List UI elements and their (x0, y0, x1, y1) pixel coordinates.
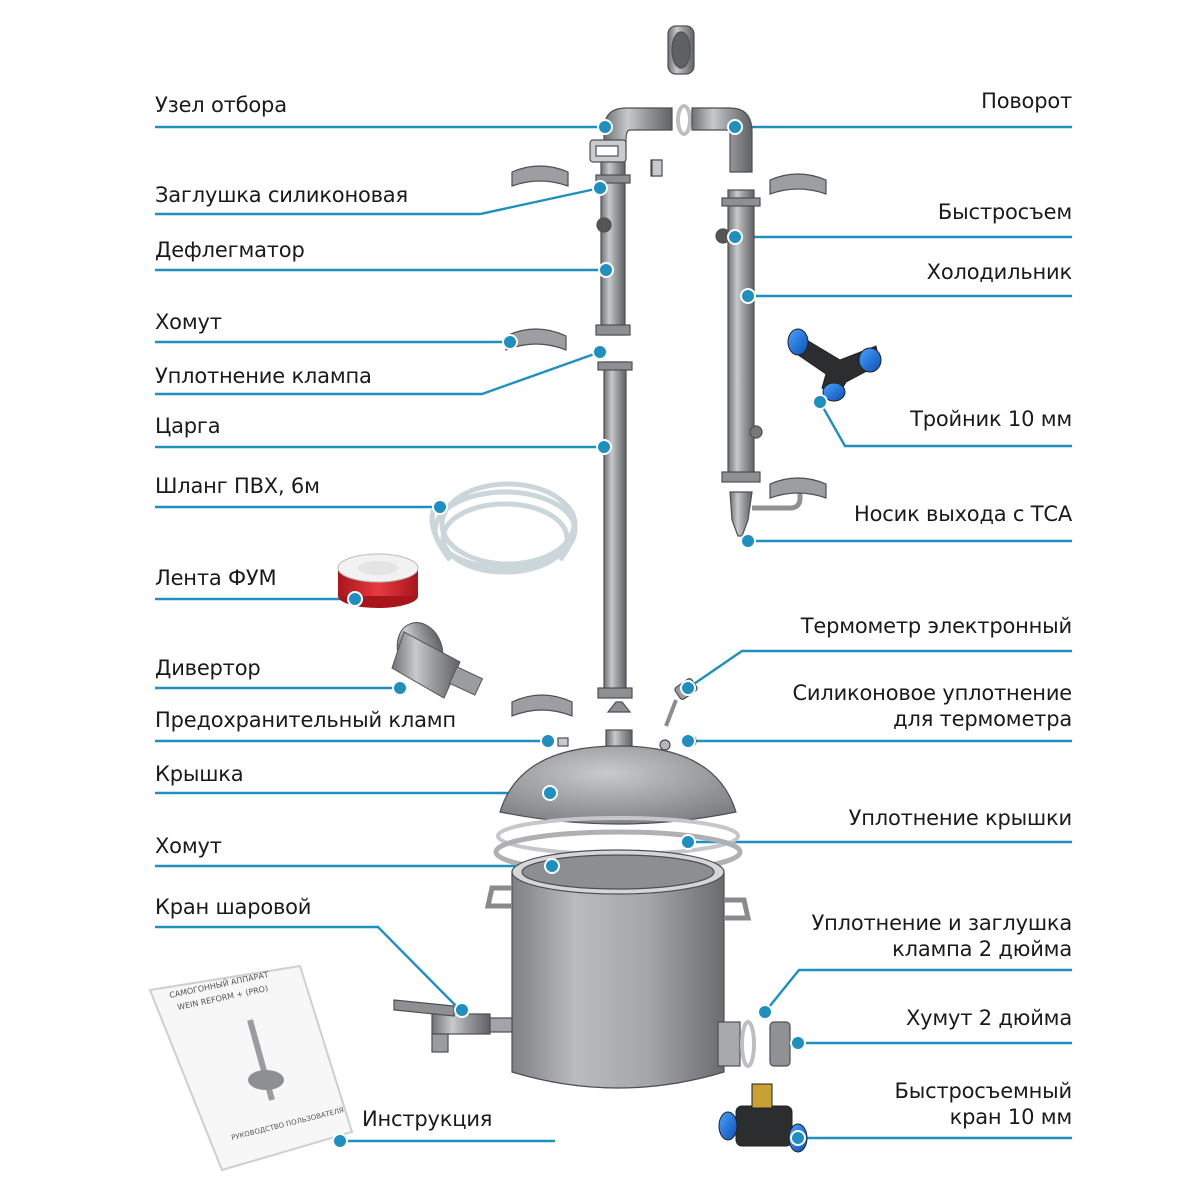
manual-icon: САМОГОННЫЙ АППАРАТ WEIN REFORM + (PRO) Р… (148, 964, 354, 1172)
diverter-icon (391, 622, 484, 699)
tank-body (511, 871, 725, 1089)
label-shlang: Шланг ПВХ, 6м (155, 474, 320, 498)
leader-upl-zaglushka (764, 968, 1072, 1013)
tee-fitting-icon (787, 328, 882, 402)
dot-instruktsiya (332, 1133, 348, 1149)
label-upl-zaglushka-line2: клампа 2 дюйма (892, 937, 1072, 961)
dot-povorot (727, 119, 743, 135)
leader-lines (155, 125, 1072, 1143)
label-deflegmator: Дефлегматор (155, 238, 305, 262)
apparatus (393, 25, 827, 1089)
dot-bystrosemny (790, 1130, 806, 1146)
label-kryshka: Крышка (155, 762, 244, 786)
label-lenta: Лента ФУМ (155, 566, 277, 590)
label-bystrosemny-line2: кран 10 мм (949, 1105, 1073, 1129)
dot-silikon (680, 733, 696, 749)
label-silikon-uplotnenie: Силиконовое уплотнение для термометра (792, 680, 1072, 732)
label-upl-kryshki: Уплотнение крышки (848, 806, 1073, 830)
label-silikon-line1: Силиконовое уплотнение (792, 681, 1072, 705)
label-predokhranitelny: Предохранительный кламп (155, 708, 456, 732)
leader-zaglushka (155, 186, 601, 216)
dot-zaglushka (592, 180, 608, 196)
label-bystrosemny-line1: Быстросъемный (894, 1079, 1073, 1103)
dot-uplotnenie (592, 344, 608, 360)
label-kholodilnik: Холодильник (926, 260, 1073, 284)
top-cap (667, 25, 695, 75)
dot-troynik (812, 394, 828, 410)
dot-termometr (680, 680, 696, 696)
label-uzel-otbora: Узел отбора (155, 93, 287, 117)
label-tsarga: Царга (155, 414, 221, 438)
label-khomut-top: Хомут (155, 310, 222, 334)
label-silikon-line2: для термометра (893, 707, 1072, 731)
label-nosik: Носик выхода с ТСА (854, 502, 1072, 526)
nosik-outlet (729, 491, 753, 537)
label-upl-zaglushka: Уплотнение и заглушка клампа 2 дюйма (811, 910, 1073, 962)
leader-troynik (818, 401, 1072, 448)
dot-kryshka (542, 785, 558, 801)
dot-lenta (347, 591, 363, 607)
label-uplotnenie-klampa: Уплотнение клампа (155, 364, 372, 388)
dot-kran (454, 1002, 470, 1018)
leader-uplotnenie-klampa (155, 350, 601, 396)
dot-predokhr (540, 733, 556, 749)
label-divertor: Дивертор (155, 656, 261, 680)
label-troynik: Тройник 10 мм (910, 407, 1072, 431)
dot-tsarga (596, 439, 612, 455)
dot-divertor (392, 680, 408, 696)
label-kran-sharovoy: Кран шаровой (155, 895, 312, 919)
dot-khomut-top (502, 334, 518, 350)
dot-uzel-otbora (597, 119, 613, 135)
dot-nosik (740, 533, 756, 549)
label-khomut-bottom: Хомут (155, 834, 222, 858)
tsarga-tube (603, 361, 627, 693)
label-bystrosem: Быстросъем (937, 200, 1072, 224)
dot-bystrosem (727, 229, 743, 245)
povorot-elbow (691, 107, 753, 173)
kryshka-dome (499, 745, 737, 825)
label-instruktsiya: Инструкция (362, 1107, 493, 1131)
leader-kran (155, 925, 461, 1011)
marker-dots (332, 119, 828, 1149)
dot-khomut-bottom (544, 858, 560, 874)
dot-khomut2 (790, 1035, 806, 1051)
dot-kholodilnik (740, 288, 756, 304)
label-bystrosemny: Быстросъемный кран 10 мм (894, 1078, 1073, 1130)
dot-deflegmator (598, 262, 614, 278)
label-khomut-2: Хумут 2 дюйма (906, 1006, 1072, 1030)
label-povorot: Поворот (981, 89, 1072, 113)
label-termometr: Термометр электронный (800, 614, 1072, 638)
leader-termometr (687, 649, 1072, 689)
ball-valve (393, 999, 513, 1053)
dot-upl-zaglushka (757, 1004, 773, 1020)
hose-icon (429, 481, 578, 575)
dot-upl-kryshki (680, 834, 696, 850)
label-upl-zaglushka-line1: Уплотнение и заглушка (811, 911, 1073, 935)
label-zaglushka: Заглушка силиконовая (155, 183, 408, 207)
dot-shlang (432, 499, 448, 515)
clamps (505, 165, 827, 717)
